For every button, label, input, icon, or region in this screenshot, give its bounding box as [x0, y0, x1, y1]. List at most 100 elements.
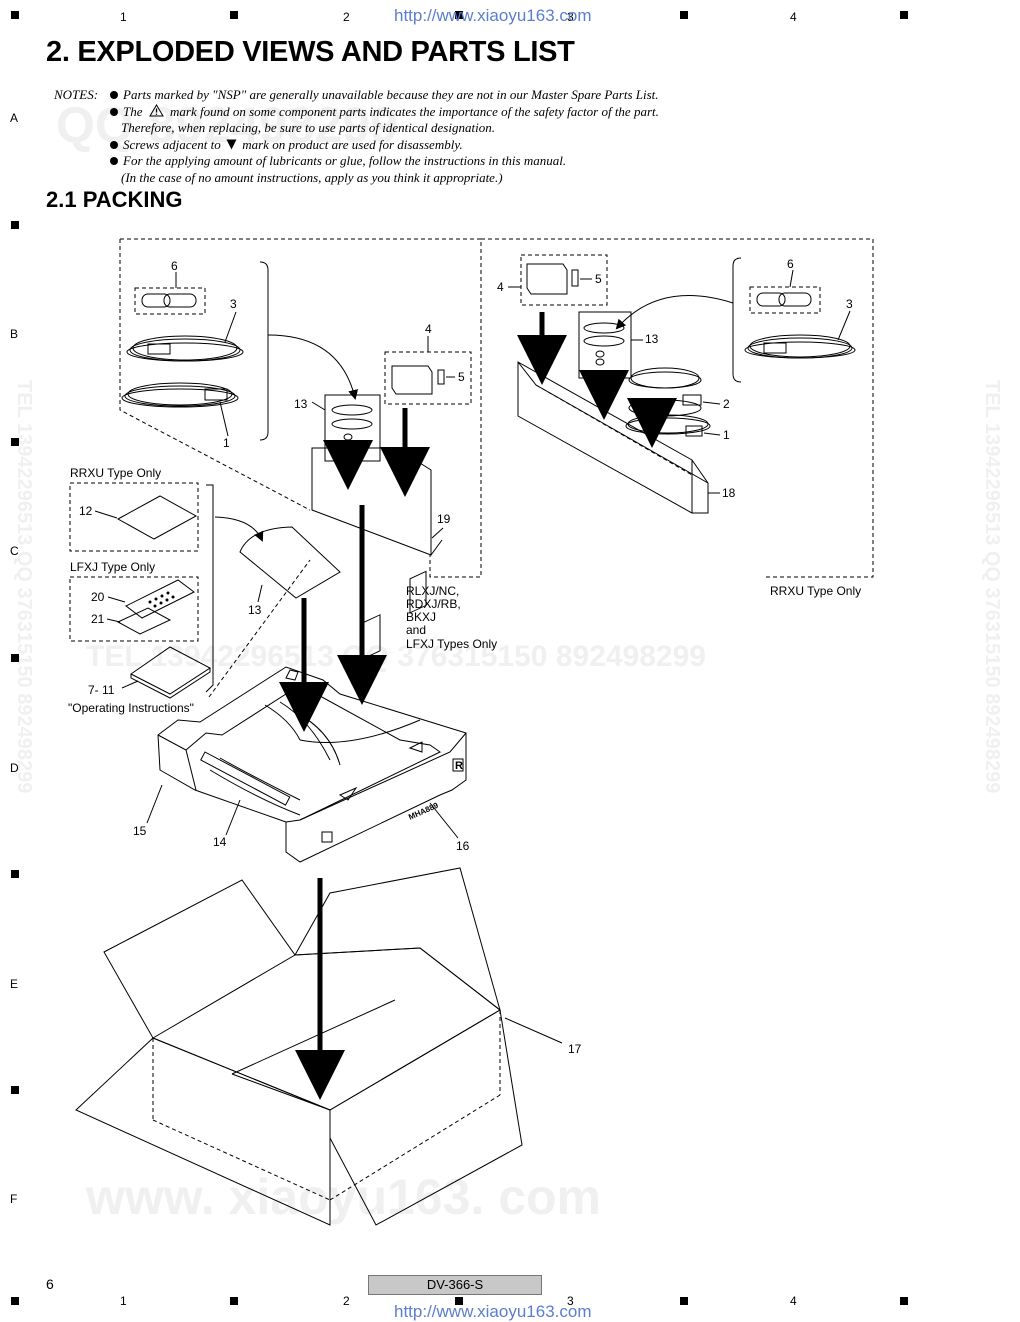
battery-icon [756, 292, 786, 307]
types-label: RDXJ/RB, [406, 597, 461, 611]
callout-17: 17 [568, 1042, 582, 1056]
row-letter: A [10, 111, 19, 125]
dashed-box [69, 482, 199, 552]
battery-icon [141, 293, 171, 308]
grid-mark [11, 654, 19, 662]
leaflet-13-lower [239, 526, 341, 599]
row-letter: F [10, 1192, 18, 1206]
down-triangle-icon [226, 139, 237, 150]
grid-mark [900, 11, 908, 19]
grid-mark [900, 1297, 908, 1305]
foam-pad [157, 570, 467, 863]
grid-mark [11, 11, 19, 19]
column-number: 1 [120, 1294, 127, 1308]
bullet-icon [110, 91, 118, 99]
bracket [732, 257, 742, 383]
cable-coil-icon [126, 311, 244, 362]
types-label: RLXJ/NC, [406, 584, 459, 598]
bracket [259, 261, 269, 441]
foam-model: MHA889 [407, 801, 440, 822]
arrow [267, 334, 359, 400]
foam-mark: R [455, 760, 463, 772]
ac-cord-box-icon [526, 263, 568, 295]
note-screws: Screws adjacent to [123, 136, 221, 152]
grid-mark [230, 11, 238, 19]
column-number: 4 [790, 1294, 797, 1308]
grid-mark [11, 438, 19, 446]
callout-3: 3 [230, 297, 237, 311]
notes-label: NOTES: [54, 87, 99, 102]
callout-5: 5 [458, 370, 465, 384]
manual-icon [130, 646, 211, 695]
ac-cord-box-icon [391, 365, 433, 395]
dashed-group-left [119, 238, 482, 578]
grid-mark [455, 1297, 463, 1305]
callout-3: 3 [846, 297, 853, 311]
carton-17 [75, 867, 563, 1226]
types-label: BKXJ [406, 610, 436, 624]
rrxu-type-label: RRXU Type Only [70, 466, 161, 480]
bullet-icon [110, 107, 118, 116]
callout-16: 16 [456, 839, 470, 853]
callout-1: 1 [723, 428, 730, 442]
callout-20: 20 [91, 590, 105, 604]
column-number: 3 [567, 1294, 574, 1308]
watermark-tel: TEL 13942296513 QQ 376315150 892498299 [86, 640, 706, 673]
carton-19 [311, 447, 432, 556]
callout-13: 13 [248, 603, 262, 617]
grid-mark [455, 11, 463, 19]
watermark-www: www. xiaoyu163. com [86, 1169, 602, 1225]
page-number: 6 [46, 1276, 54, 1292]
callout-5: 5 [595, 272, 602, 286]
header-url[interactable]: http://www.xiaoyu163.com [394, 6, 592, 25]
warning-triangle-icon [148, 103, 164, 117]
grid-mark [11, 1297, 19, 1305]
battery-icon [778, 292, 812, 307]
battery-box [134, 287, 206, 315]
note-replace: Therefore, when replacing, be sure to us… [121, 120, 495, 136]
battery-icon [163, 293, 197, 308]
watermark-side-left: TEL 13942296513 QQ 376315150 892498299 [13, 380, 35, 794]
section-heading: 2.1 PACKING [46, 187, 183, 212]
column-number: 1 [120, 10, 127, 24]
callout-14: 14 [213, 835, 227, 849]
cable-coil-icon [625, 367, 721, 437]
row-letter: E [10, 977, 19, 991]
callout-7-11: 7- 11 [88, 683, 115, 697]
card-icon [116, 495, 198, 540]
bullet-icon [110, 140, 118, 149]
callout-2: 2 [723, 397, 730, 411]
page-title: 2. EXPLODED VIEWS AND PARTS LIST [46, 36, 575, 68]
dashed-box [69, 576, 199, 642]
note-safety: mark found on some component parts indic… [170, 103, 659, 119]
watermark-side-right: TEL 13942296513 QQ 376315150 892498299 [981, 380, 1003, 794]
grid-mark [680, 11, 688, 19]
dashed-group-right [481, 238, 874, 578]
grid-mark [11, 221, 19, 229]
callout-6: 6 [787, 257, 794, 271]
dashed-box [520, 254, 608, 306]
note-disassembly: mark on product are used for disassembly… [242, 136, 463, 152]
grid-mark [11, 870, 19, 878]
callout-13: 13 [645, 332, 659, 346]
grid-mark [11, 1086, 19, 1094]
row-letter: C [10, 544, 19, 558]
callout-6: 6 [171, 259, 178, 273]
row-letter: D [10, 761, 19, 775]
card-icon [116, 607, 172, 635]
callout-18: 18 [722, 486, 736, 500]
footer-url[interactable]: http://www.xiaoyu163.com [394, 1302, 592, 1321]
battery-box [749, 286, 821, 314]
callout-21: 21 [91, 612, 105, 626]
column-number: 2 [343, 10, 350, 24]
model-badge: DV-366-S [368, 1275, 542, 1295]
grid-mark [230, 1297, 238, 1305]
types-label: LFXJ Types Only [406, 637, 497, 651]
bracket [205, 484, 214, 693]
bullet-icon [110, 157, 118, 166]
column-number: 4 [790, 10, 797, 24]
column-number: 3 [567, 10, 574, 24]
note-lubricants: For the applying amount of lubricants or… [123, 153, 567, 169]
column-number: 2 [343, 1294, 350, 1308]
